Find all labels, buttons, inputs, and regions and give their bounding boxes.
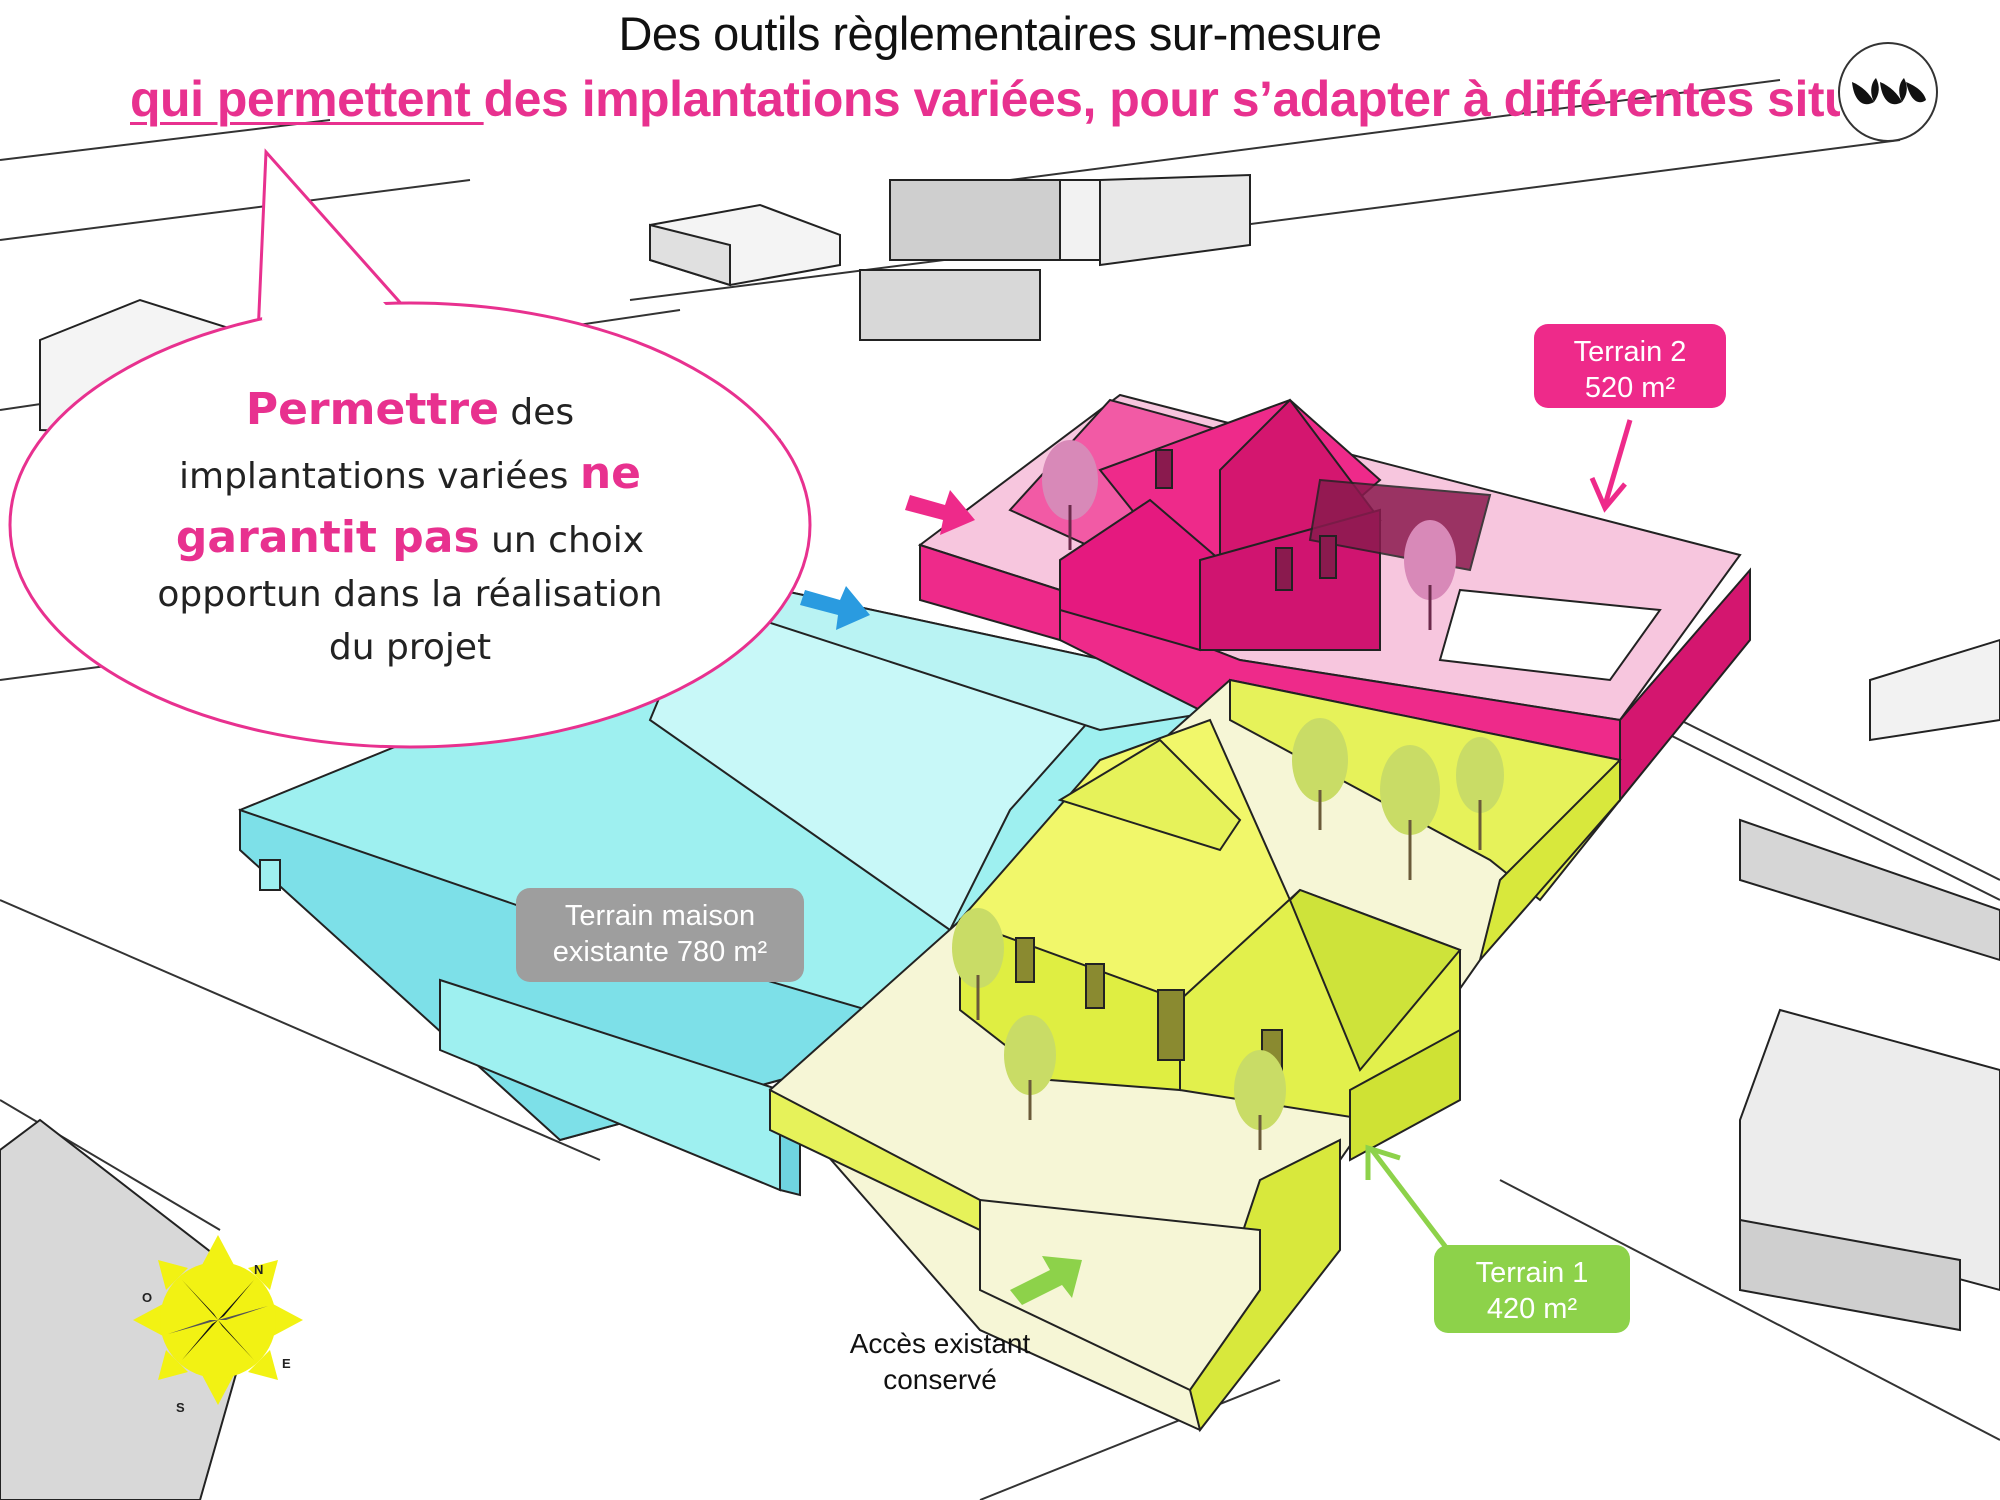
tree-icon: [1380, 745, 1440, 880]
compass-s: S: [176, 1400, 185, 1415]
tree-icon: [952, 908, 1004, 1020]
compass-n: N: [254, 1262, 263, 1277]
terrain-maison-name: Terrain maison: [564, 900, 756, 932]
terrain-1-parcel: [768, 678, 1622, 1433]
terrain-1-area: 420 m²: [1486, 1293, 1578, 1326]
terrain-2-label: Terrain 2 520 m²: [1534, 324, 1726, 408]
terrain-1-pointer: [1365, 1144, 1450, 1252]
bubble-word-ne: ne: [579, 447, 641, 499]
arrows: [800, 419, 1633, 1305]
page-title: Des outils règlementaires sur-mesure: [618, 7, 1382, 60]
bubble-text: Permettre des implantations variées ne g…: [110, 378, 710, 674]
terrain-1-label: Terrain 1 420 m²: [1434, 1245, 1630, 1333]
bubble-text-2: implantations variées: [179, 455, 580, 497]
terrain-2-name: Terrain 2: [1573, 336, 1687, 368]
bubble-word-garantit-pas: garantit pas: [175, 511, 480, 563]
speech-bubble: [8, 148, 812, 749]
terrain-2-area: 520 m²: [1584, 372, 1676, 405]
green-arrow-icon: [1010, 1256, 1082, 1305]
subtitle-underlined: qui permettent: [130, 71, 484, 127]
tree-icon: [1292, 718, 1348, 830]
tree-icon: [1456, 737, 1504, 850]
access-line-1: Accès existant: [849, 1328, 1031, 1359]
compass-o: O: [142, 1290, 152, 1305]
compass-e: E: [282, 1356, 291, 1371]
terrain-maison-label: Terrain maison existante 780 m²: [516, 888, 804, 982]
page-subtitle: qui permettent des implantations variées…: [130, 70, 1840, 128]
bubble-word-permettre: Permettre: [245, 384, 499, 435]
tree-icon: [1234, 1050, 1286, 1150]
subtitle-rest: des implantations variées, pour s’adapte…: [483, 71, 1840, 127]
bubble-text-1: des: [498, 392, 575, 433]
tree-icon: [1004, 1015, 1056, 1120]
pink-arrow-icon: [905, 490, 975, 535]
tree-icon: [1042, 440, 1098, 550]
bubble-text-4: opportun dans la réalisation: [157, 574, 663, 616]
bubble-text-5: du projet: [328, 626, 492, 668]
bubble-text-3: un choix: [479, 519, 645, 561]
compass-icon: N E S O: [133, 1235, 303, 1415]
terrain-2-pointer: [1589, 419, 1633, 513]
access-line-2: conservé: [883, 1364, 997, 1396]
tree-icon: [1404, 520, 1456, 630]
access-label: Accès existant conservé: [830, 1326, 1050, 1399]
terrain-1-name: Terrain 1: [1475, 1257, 1589, 1289]
trees: [952, 440, 1504, 1150]
logo-icon: [1838, 42, 1938, 142]
terrain-maison-area: existante 780 m²: [552, 936, 768, 969]
blue-arrow-icon: [800, 586, 870, 630]
